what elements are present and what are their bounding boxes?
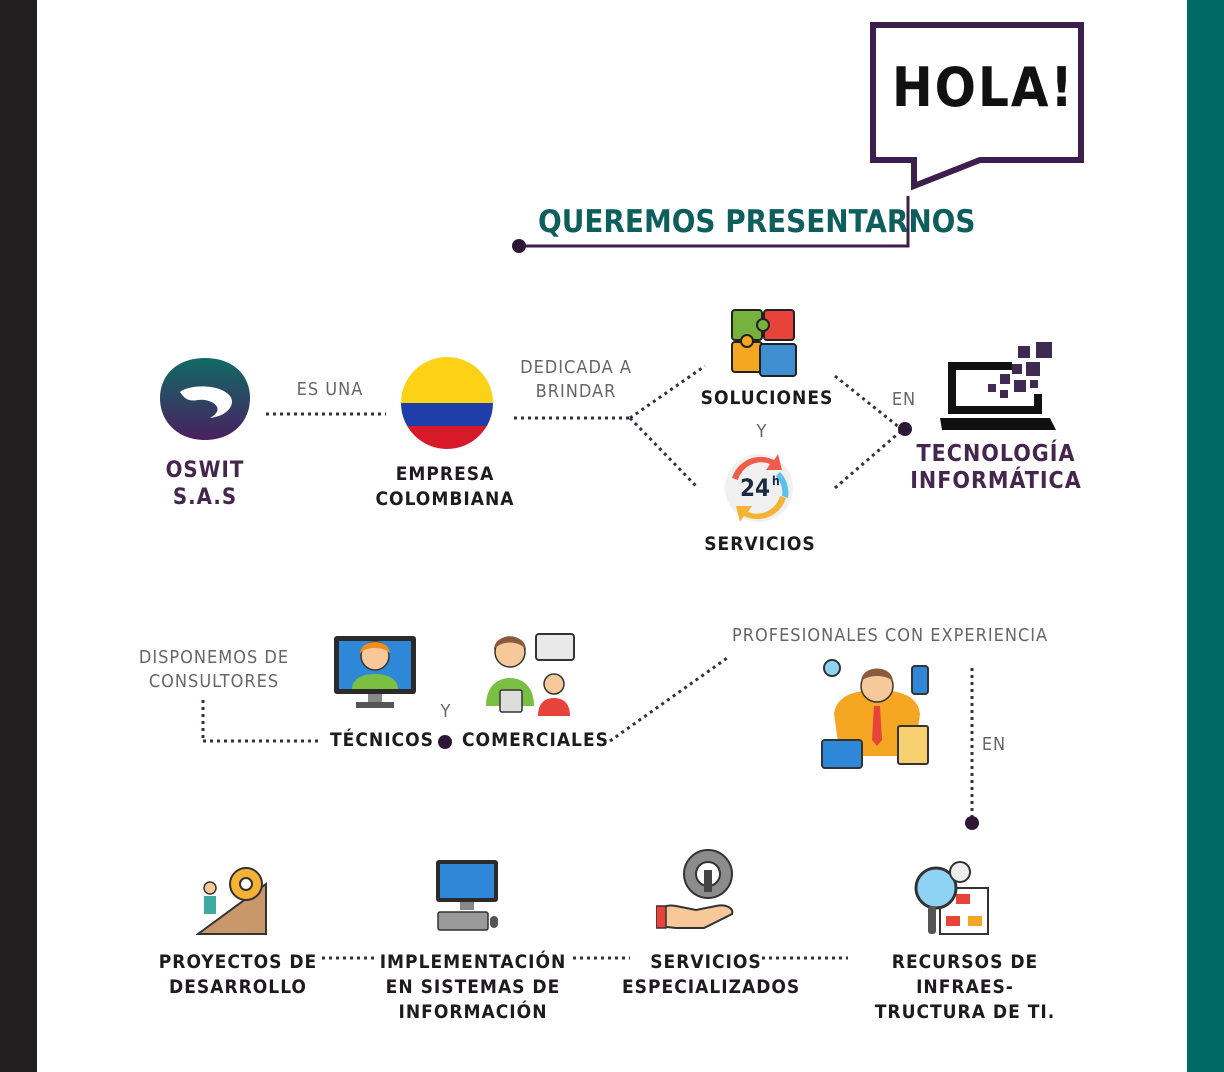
greeting-title: HOLA! — [892, 56, 1075, 119]
soluciones-label: SOLUCIONES — [700, 387, 834, 409]
label-en-2: EN — [981, 734, 1007, 755]
disponemos-label: DISPONEMOS DE CONSULTORES — [138, 647, 290, 692]
row2-end-dot — [965, 816, 979, 830]
servicios-label: SERVICIOS — [704, 533, 816, 555]
badge-h: h — [772, 474, 780, 488]
header-dot — [512, 239, 526, 253]
search-diagram-icon — [914, 861, 989, 935]
call-center-icon — [486, 633, 575, 716]
proyectos-label: PROYECTOS DE DESARROLLO — [158, 951, 318, 998]
label-dedicada: DEDICADA A BRINDAR — [520, 357, 632, 402]
label-y-1: Y — [756, 421, 768, 442]
empresa-label: EMPRESA COLOMBIANA — [375, 463, 515, 510]
hand-gear-icon — [656, 849, 734, 929]
puzzle-icon — [731, 309, 797, 377]
tecnicos-label: TÉCNICOS — [330, 729, 434, 751]
laptop-pixels-icon — [940, 342, 1056, 430]
climber-gear-icon — [196, 867, 267, 935]
implementacion-label: IMPLEMENTACIÓN EN SISTEMAS DE INFORMACIÓ… — [379, 951, 567, 1023]
desktop-computer-icon — [436, 860, 498, 931]
right-side-bar — [1187, 0, 1224, 1072]
badge-24: 24 — [740, 474, 771, 502]
company-name: OSWIT S.A.S — [165, 458, 245, 510]
colombia-flag-icon — [401, 357, 493, 449]
label-y-2: Y — [440, 701, 452, 722]
row1-dot — [898, 422, 912, 436]
technician-monitor-icon — [334, 636, 416, 708]
servicios-esp-label: SERVICIOS ESPECIALIZADOS — [622, 951, 801, 998]
speech-bubble — [870, 22, 1084, 191]
comerciales-label: COMERCIALES — [462, 729, 609, 751]
24h-service-icon — [725, 454, 793, 522]
multitask-professional-icon — [821, 659, 929, 769]
profesionales-label: PROFESIONALES CON EXPERIENCIA — [732, 625, 1049, 646]
recursos-label: RECURSOS DE INFRAES- TRUCTURA DE TI. — [874, 951, 1056, 1023]
label-en-1: EN — [891, 389, 917, 410]
left-side-bar — [0, 0, 37, 1072]
label-es-una: ES UNA — [296, 379, 364, 400]
row2-dot — [438, 735, 452, 749]
subtitle: QUEREMOS PRESENTARNOS — [538, 204, 976, 240]
tecnologia-label: TECNOLOGÍA INFORMÁTICA — [910, 441, 1082, 494]
oswit-logo-icon — [160, 358, 250, 440]
